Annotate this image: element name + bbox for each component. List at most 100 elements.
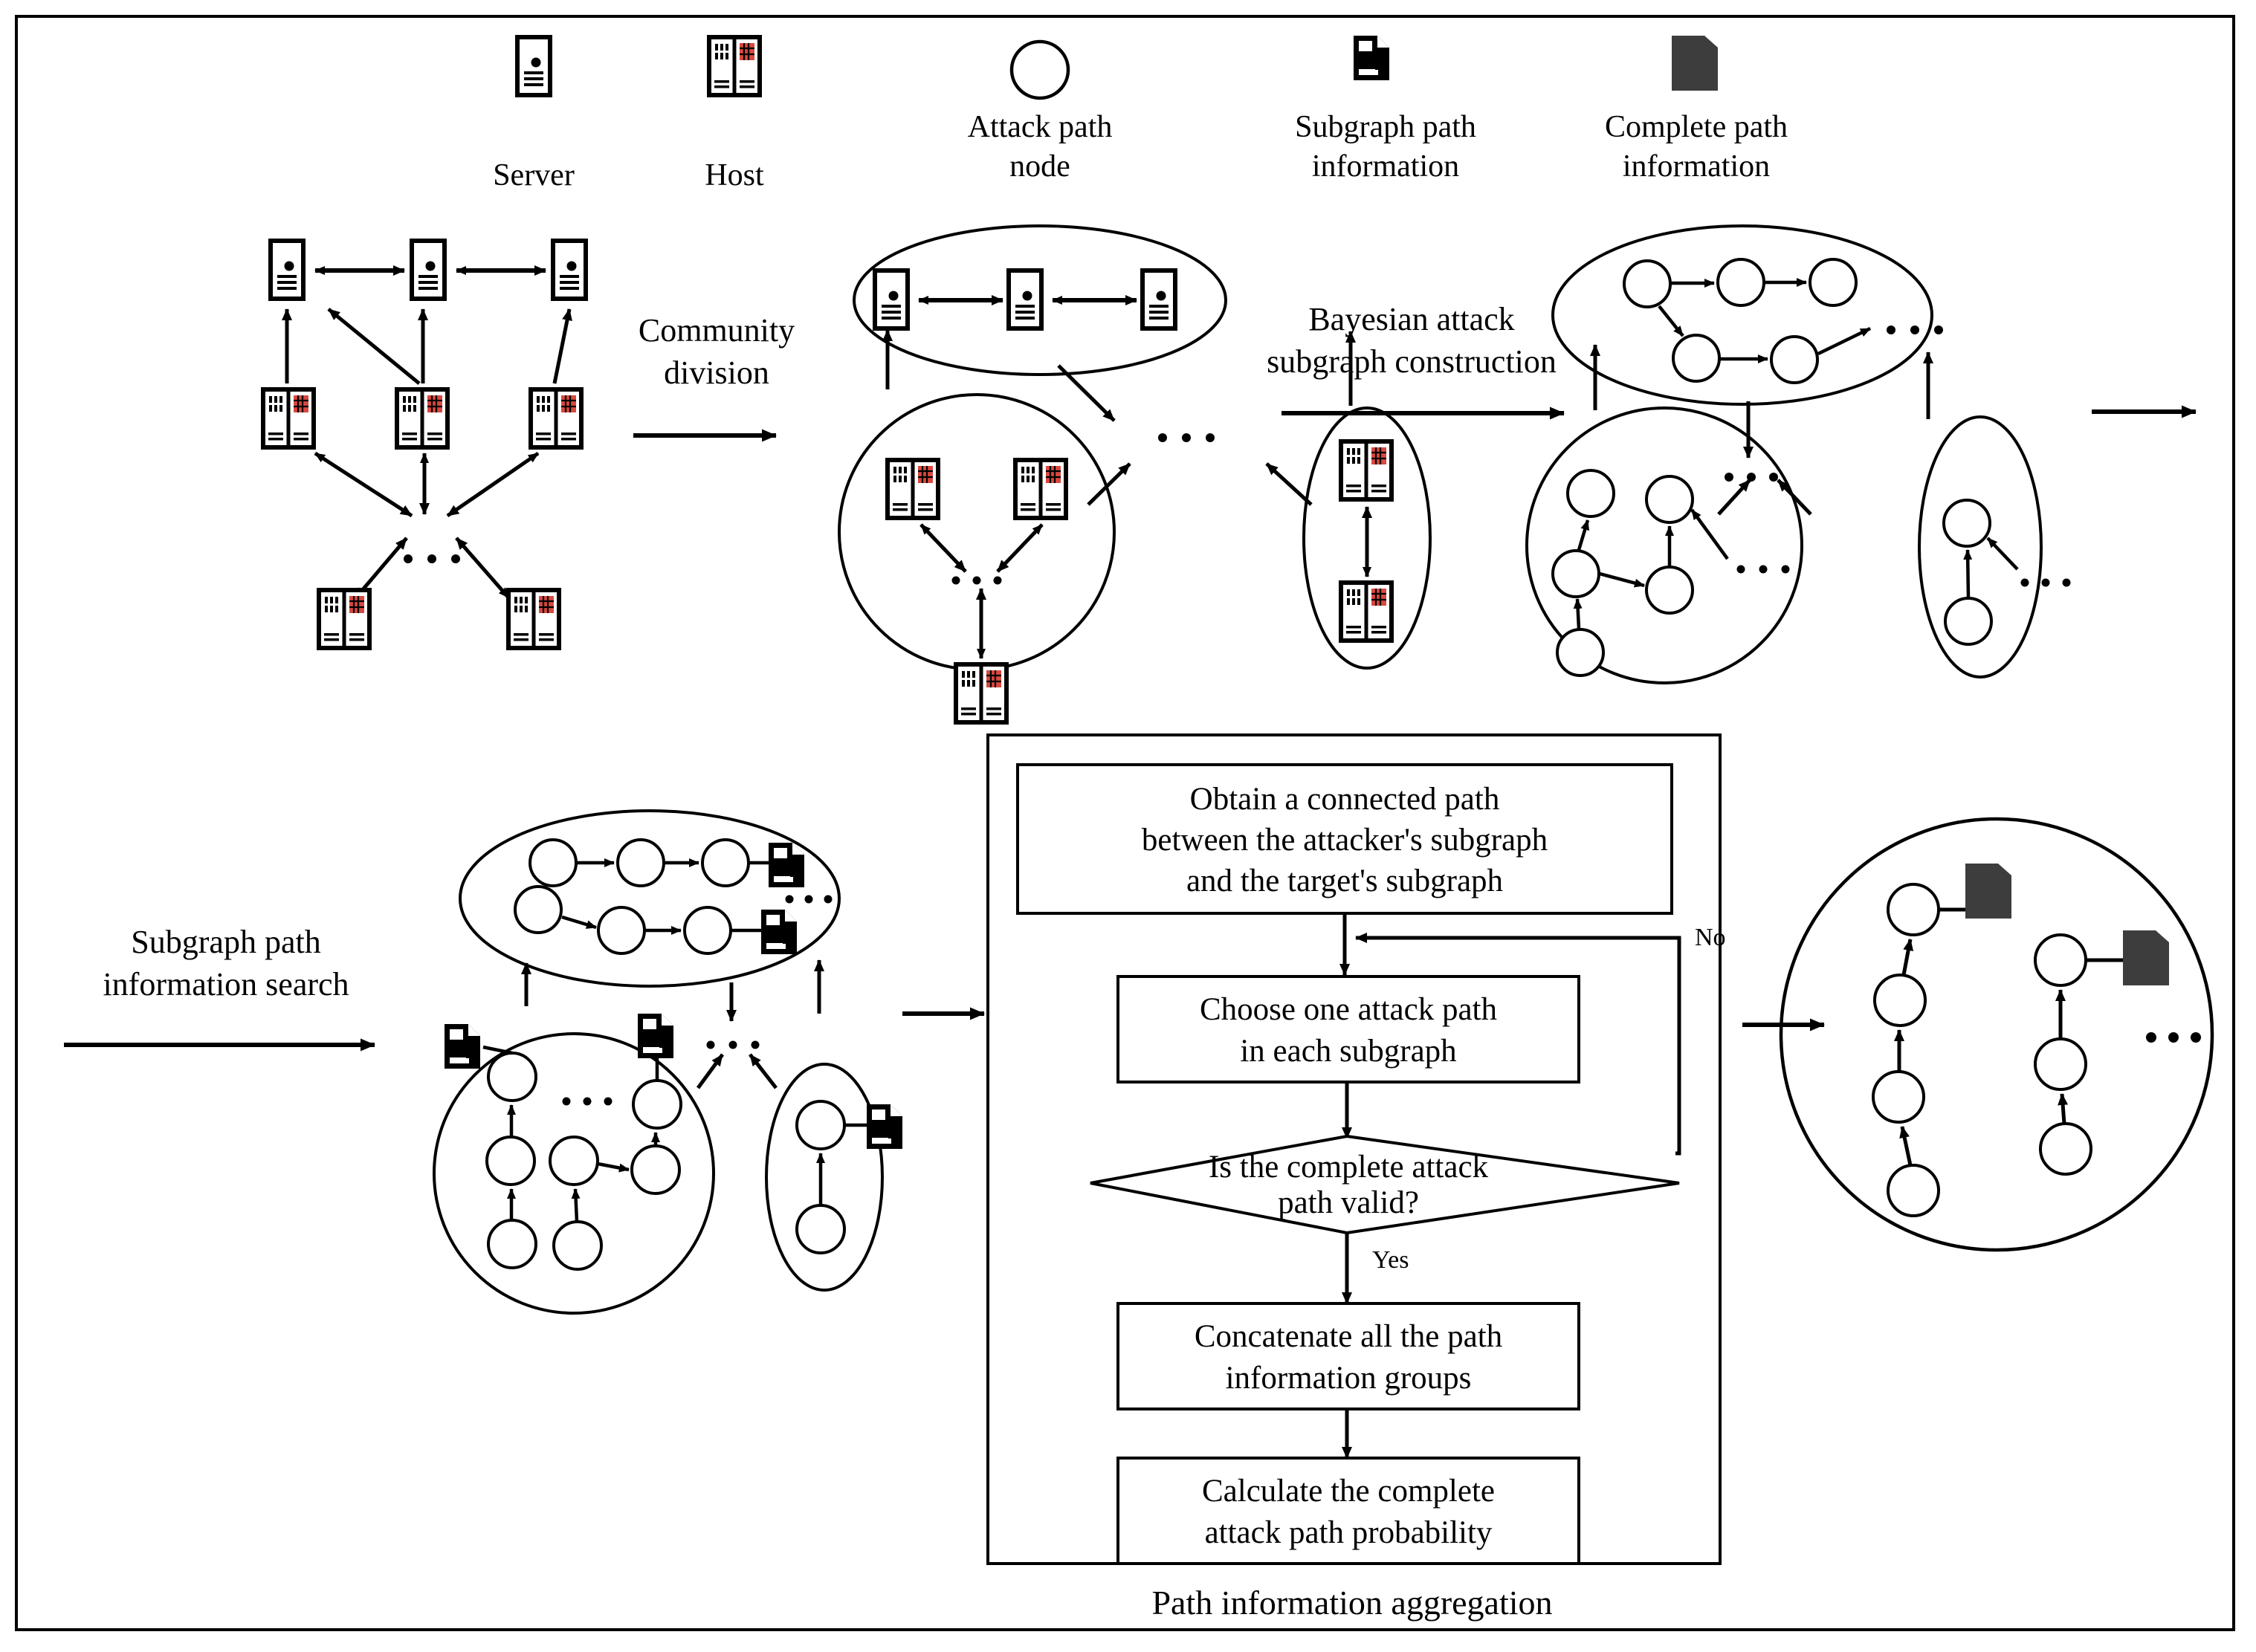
attack-path-node bbox=[2034, 933, 2092, 1176]
host-icon bbox=[888, 460, 938, 518]
complete-paths-circle bbox=[1779, 817, 2214, 1252]
attack-path-node bbox=[1551, 469, 1694, 677]
community-circle-hosts bbox=[838, 393, 1116, 671]
subgraph-ellipse-top bbox=[459, 809, 841, 988]
host-to-server-link bbox=[282, 308, 572, 385]
flowchart-branch-yes: Yes bbox=[1342, 1233, 1409, 1304]
attack-path-node bbox=[485, 1052, 682, 1271]
step3-line1: Is the complete attack bbox=[1209, 1150, 1489, 1185]
ellipsis-dots bbox=[1887, 325, 1943, 334]
host-icon bbox=[397, 389, 447, 447]
flowchart-caption: Path information aggregation bbox=[1151, 1584, 1552, 1622]
community-connector bbox=[882, 329, 1356, 506]
document-gray-icon bbox=[1672, 36, 1718, 91]
legend: Server Host Attack path node Subgraph pa… bbox=[493, 36, 1788, 192]
figure-frame: Server Host Attack path node Subgraph pa… bbox=[15, 15, 2235, 1631]
attack-path-node bbox=[1942, 499, 1993, 646]
legend-label-subdoc-2: information bbox=[1312, 149, 1459, 184]
host-icon bbox=[1015, 460, 1066, 518]
step1-line1: Obtain a connected path bbox=[1190, 782, 1500, 817]
transition-label-line2: division bbox=[664, 354, 769, 391]
transition-label-line1: Bayesian attack bbox=[1308, 301, 1514, 337]
attack-path-node bbox=[1872, 883, 1940, 1217]
branch-label-yes: Yes bbox=[1372, 1246, 1409, 1274]
step5-line1: Calculate the complete bbox=[1202, 1474, 1495, 1509]
flowchart-step-concatenate-groups[interactable]: Concatenate all the path information gro… bbox=[1116, 1302, 1580, 1410]
document-black-icon bbox=[867, 1104, 902, 1149]
transition-subgraph-search: Subgraph path information search bbox=[64, 924, 375, 1052]
server-icon bbox=[1009, 271, 1041, 328]
legend-label-node-1: Attack path bbox=[968, 110, 1113, 144]
flowchart-decision-is-path-valid[interactable]: Is the complete attack path valid? bbox=[1090, 1134, 1680, 1235]
legend-label-fulldoc-2: information bbox=[1623, 149, 1770, 184]
document-black-icon bbox=[761, 910, 797, 954]
attack-path-node bbox=[1623, 258, 1858, 384]
circle-node-icon bbox=[1009, 39, 1070, 100]
legend-label-node-2: node bbox=[1009, 149, 1070, 184]
document-black-icon bbox=[445, 1024, 480, 1069]
host-icon bbox=[319, 590, 369, 648]
host-icon bbox=[508, 590, 559, 648]
stage-5-complete-attack-paths bbox=[1779, 817, 2214, 1252]
subgraph-ellipse-right bbox=[1918, 415, 2043, 678]
flowchart-path-information-aggregation: Obtain a connected path between the atta… bbox=[986, 733, 1726, 1622]
stage-2-community-division bbox=[838, 224, 1432, 722]
document-gray-icon bbox=[1965, 864, 2011, 919]
transition-bayesian-construction: Bayesian attack subgraph construction bbox=[1267, 301, 1565, 420]
flowchart-step-obtain-connected-path[interactable]: Obtain a connected path between the atta… bbox=[1016, 763, 1673, 915]
branch-label-no: No bbox=[1695, 924, 1726, 951]
host-mesh-link bbox=[919, 523, 1044, 659]
transition-community-division: Community division bbox=[633, 312, 795, 442]
subgraph-ellipse-top bbox=[1551, 224, 1933, 406]
legend-label-host: Host bbox=[705, 158, 764, 192]
complete-path-chain-2 bbox=[2034, 930, 2169, 1176]
subgraph-circle-left bbox=[1525, 406, 1803, 684]
flowchart-branch-no: No bbox=[1355, 924, 1726, 1156]
flowchart-step-box bbox=[1116, 1457, 1580, 1565]
attack-path-node bbox=[514, 838, 750, 955]
step1-line2: between the attacker's subgraph bbox=[1142, 823, 1548, 858]
legend-item-subgraph-path-information: Subgraph path information bbox=[1295, 36, 1476, 184]
step4-line1: Concatenate all the path bbox=[1195, 1319, 1502, 1354]
host-mesh-link bbox=[314, 451, 540, 599]
step2-line2: in each subgraph bbox=[1240, 1034, 1456, 1069]
host-icon bbox=[263, 389, 314, 447]
attack-edge bbox=[1573, 508, 1729, 629]
transition-label-line1: Community bbox=[639, 312, 795, 349]
server-icon bbox=[1142, 271, 1175, 328]
server-icon bbox=[553, 241, 586, 299]
transition-label-line1: Subgraph path bbox=[131, 924, 320, 960]
step4-line2: information groups bbox=[1226, 1361, 1472, 1396]
community-ellipse-servers bbox=[853, 224, 1227, 376]
flowchart-step-choose-attack-path[interactable]: Choose one attack path in each subgraph bbox=[1116, 975, 1580, 1083]
legend-label-subdoc-1: Subgraph path bbox=[1295, 110, 1476, 144]
ellipsis-dots bbox=[1725, 473, 1778, 482]
stage-3-bayesian-subgraphs bbox=[1525, 224, 2197, 684]
attack-edge bbox=[1963, 537, 2019, 598]
ellipsis-dots bbox=[1736, 565, 1790, 574]
transition-label-line2: information search bbox=[103, 966, 349, 1002]
legend-item-host: Host bbox=[705, 37, 764, 192]
ellipsis-dots bbox=[2146, 1032, 2201, 1043]
subgraph-circle-left bbox=[433, 1032, 715, 1315]
server-icon bbox=[875, 271, 908, 328]
document-black-icon bbox=[638, 1014, 673, 1058]
document-gray-icon bbox=[2123, 930, 2169, 985]
attack-edge bbox=[561, 858, 775, 935]
flowchart-step-box bbox=[1116, 975, 1580, 1083]
server-icon bbox=[271, 241, 303, 299]
subgraph-connector bbox=[521, 959, 824, 1089]
ellipsis-dots bbox=[951, 576, 1002, 585]
subgraph-connector bbox=[1590, 344, 1933, 516]
attack-edge bbox=[1894, 907, 1988, 1166]
legend-label-fulldoc-1: Complete path bbox=[1605, 110, 1788, 144]
step2-line1: Choose one attack path bbox=[1200, 992, 1497, 1027]
host-icon bbox=[1341, 441, 1392, 499]
flowchart-step-calculate-probability[interactable]: Calculate the complete attack path proba… bbox=[1116, 1457, 1580, 1565]
step3-line2: path valid? bbox=[1278, 1185, 1419, 1220]
host-icon bbox=[709, 37, 760, 95]
ellipsis-dots bbox=[706, 1040, 760, 1049]
legend-item-complete-path-information: Complete path information bbox=[1605, 36, 1788, 184]
ellipsis-dots bbox=[404, 554, 460, 563]
ellipsis-dots bbox=[785, 895, 833, 904]
